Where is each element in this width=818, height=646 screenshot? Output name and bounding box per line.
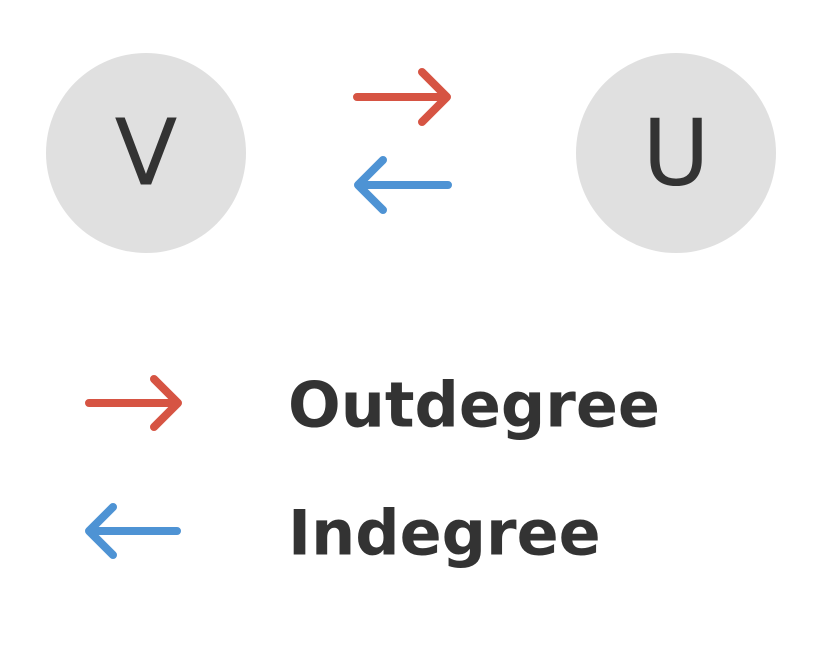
arrow-right-icon <box>353 68 451 126</box>
edge-arrow-v-to-u <box>353 68 451 126</box>
edge-arrow-u-to-v <box>354 156 452 214</box>
legend-label-outdegree: Outdegree <box>288 369 660 442</box>
node-v: V <box>46 53 246 253</box>
arrow-left-icon <box>85 503 181 559</box>
arrow-left-icon <box>354 156 452 214</box>
legend-item-outdegree: Outdegree <box>85 369 660 442</box>
legend: Outdegree Indegree <box>85 369 660 570</box>
node-u-circle <box>576 53 776 253</box>
arrow-right-icon <box>85 375 182 431</box>
node-u: U <box>576 53 776 253</box>
legend-item-indegree: Indegree <box>85 497 601 570</box>
node-v-circle <box>46 53 246 253</box>
node-v-label: V <box>115 100 178 207</box>
legend-label-indegree: Indegree <box>288 497 601 570</box>
node-u-label: U <box>642 100 709 207</box>
